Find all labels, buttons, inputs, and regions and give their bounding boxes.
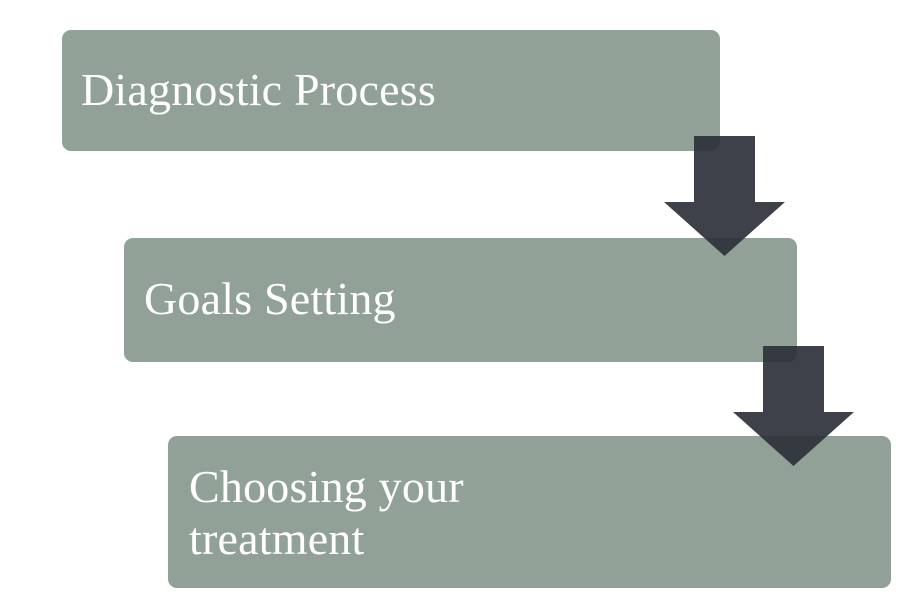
down-arrow-icon [733,346,854,466]
step-box-goals-setting: Goals Setting [124,238,797,362]
step-label: Goals Setting [144,273,396,325]
down-arrow-icon [664,136,785,256]
step-box-diagnostic-process: Diagnostic Process [62,30,720,151]
step-box-choosing-treatment: Choosing your treatment [168,436,891,588]
step-label: Diagnostic Process [81,63,436,115]
step-label: Choosing your treatment [189,461,464,564]
